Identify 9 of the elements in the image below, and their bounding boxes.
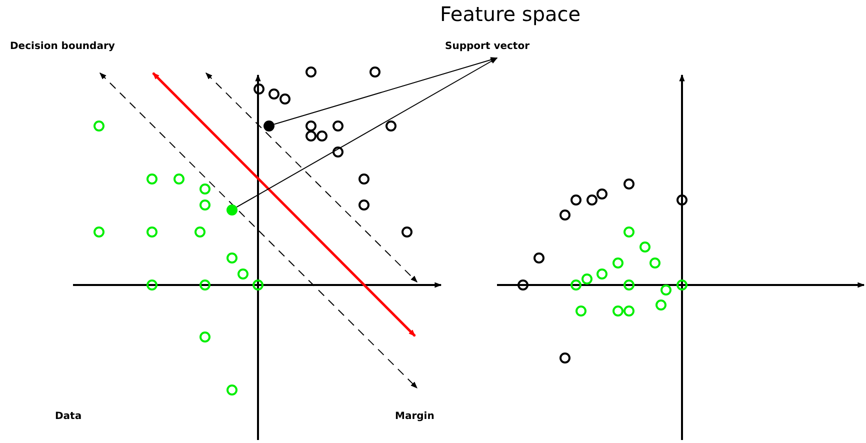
point-dot	[264, 120, 274, 132]
title: Feature space	[440, 2, 581, 26]
callout-text: Support vector	[445, 41, 530, 53]
leader-line	[236, 58, 498, 208]
point-dot	[226, 204, 238, 216]
annotation-label: Margin	[395, 411, 434, 423]
annotation-label: Data	[55, 411, 82, 423]
leader-line	[274, 57, 498, 125]
annotation-label: Decision boundary	[10, 41, 115, 53]
